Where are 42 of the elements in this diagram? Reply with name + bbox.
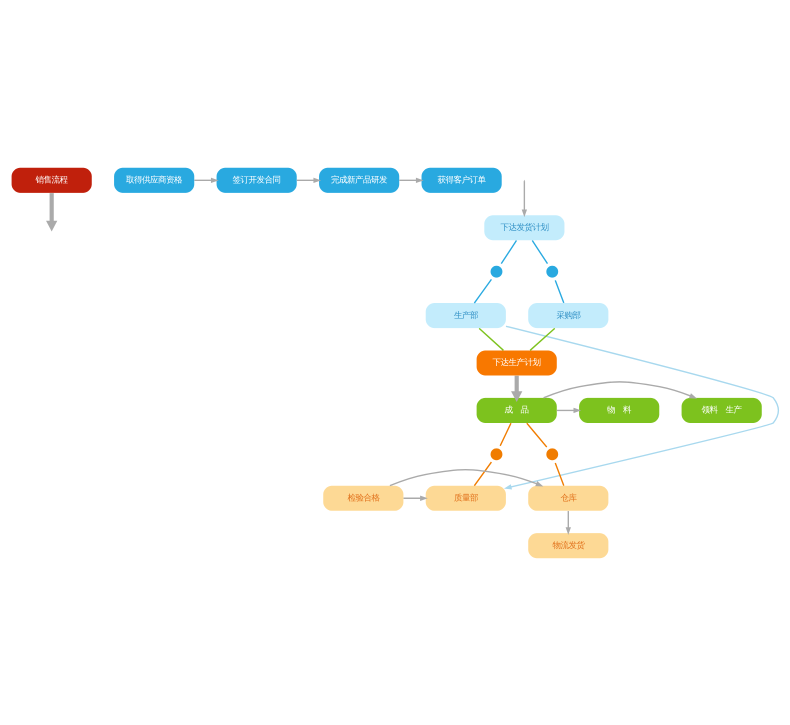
arrow	[543, 380, 698, 398]
arrow	[566, 510, 571, 534]
arrow	[390, 468, 544, 486]
arrow	[194, 177, 219, 183]
connector	[532, 240, 548, 264]
connector	[554, 280, 564, 303]
arrow	[46, 192, 58, 231]
connector	[554, 462, 564, 486]
arrow	[404, 495, 428, 500]
arrow	[522, 180, 528, 217]
arrow	[504, 325, 780, 489]
arrow	[511, 375, 522, 402]
node-box: 签订开发合同	[216, 167, 297, 192]
connector	[474, 278, 492, 303]
node-box: 取得供应商资格	[114, 167, 194, 192]
node-box: 下达发货计划	[484, 214, 564, 240]
connector	[500, 240, 518, 264]
node-clock	[490, 264, 504, 278]
node-clock	[546, 447, 559, 460]
node-clock	[490, 447, 504, 460]
node-clock	[546, 264, 559, 278]
node-box: 获得客户订单	[422, 167, 502, 192]
node-box: 仓库	[528, 485, 608, 510]
node-box: 生产部	[426, 302, 506, 328]
arrow	[556, 407, 582, 413]
node-box: 销售流程	[12, 167, 92, 192]
connector	[474, 461, 492, 486]
connector	[500, 422, 512, 446]
node-box: 采购部	[528, 302, 608, 328]
node-box: 成 品	[476, 397, 557, 422]
node-box: 检验合格	[323, 485, 404, 510]
node-box: 领料 生产	[682, 397, 762, 422]
node-box: 物流发货	[528, 532, 608, 558]
connector	[478, 327, 504, 350]
arrow	[296, 177, 322, 183]
arrow	[399, 177, 424, 183]
node-box: 质量部	[426, 485, 506, 510]
connector	[526, 422, 548, 448]
node-box: 下达生产计划	[476, 350, 557, 376]
connector	[530, 327, 556, 350]
node-box: 完成新产品研发	[319, 167, 400, 192]
node-box: 物 料	[579, 397, 660, 422]
